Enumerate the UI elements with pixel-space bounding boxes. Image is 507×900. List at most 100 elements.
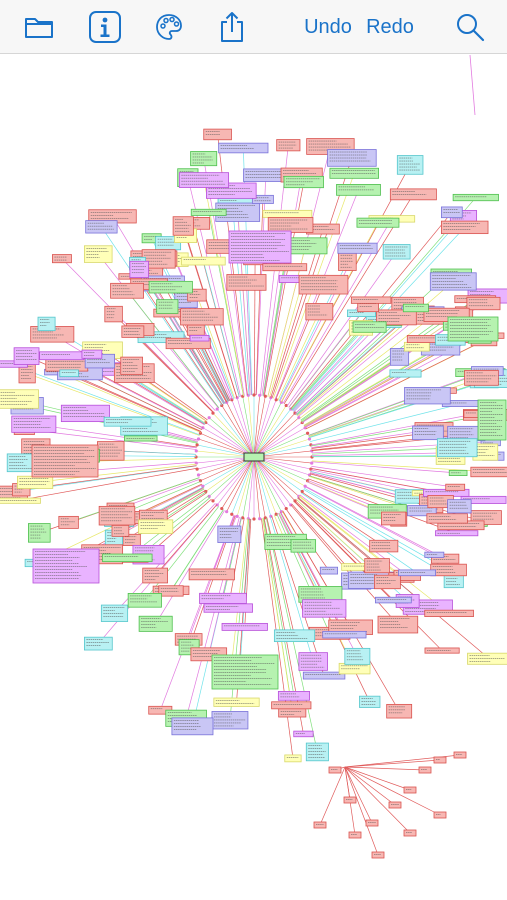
map-node[interactable] (418, 766, 432, 774)
map-node[interactable] (426, 513, 468, 524)
map-node[interactable] (436, 438, 478, 458)
map-node[interactable] (83, 245, 113, 263)
mind-map-canvas[interactable] (0, 55, 507, 900)
map-node[interactable] (389, 188, 437, 201)
map-node[interactable] (381, 511, 407, 526)
map-node[interactable] (28, 523, 51, 543)
map-node[interactable] (403, 786, 417, 794)
map-node[interactable] (359, 695, 381, 708)
map-node[interactable] (343, 796, 357, 804)
map-node[interactable] (375, 596, 412, 604)
map-node[interactable] (120, 356, 143, 375)
map-node[interactable] (127, 593, 162, 608)
map-node[interactable] (0, 389, 39, 409)
map-node[interactable] (374, 574, 401, 590)
map-node[interactable] (180, 308, 224, 326)
map-node[interactable] (104, 305, 123, 323)
map-node[interactable] (441, 206, 463, 219)
map-node[interactable] (165, 337, 211, 350)
map-node[interactable] (298, 274, 349, 295)
central-node[interactable] (243, 452, 265, 462)
map-node[interactable] (386, 703, 413, 719)
map-node[interactable] (188, 568, 235, 581)
map-node[interactable] (470, 466, 507, 478)
map-node[interactable] (0, 497, 41, 504)
map-node[interactable] (190, 151, 218, 167)
map-node[interactable] (293, 730, 314, 738)
map-node[interactable] (337, 242, 378, 254)
map-node[interactable] (305, 303, 334, 321)
map-node[interactable] (305, 742, 329, 762)
map-node[interactable] (84, 636, 113, 651)
map-node[interactable] (433, 756, 447, 764)
map-node[interactable] (81, 349, 103, 359)
map-node[interactable] (350, 296, 392, 304)
map-node[interactable] (298, 652, 328, 671)
map-node[interactable] (403, 829, 417, 837)
map-node[interactable] (97, 441, 125, 461)
map-node[interactable] (388, 801, 402, 809)
map-node[interactable] (389, 348, 410, 366)
map-node[interactable] (389, 369, 422, 378)
map-node[interactable] (327, 149, 377, 167)
map-node[interactable] (52, 254, 72, 264)
map-node[interactable] (124, 435, 158, 442)
map-node[interactable] (284, 754, 302, 763)
map-node[interactable] (356, 217, 400, 228)
map-node[interactable] (453, 751, 467, 759)
map-node[interactable] (365, 819, 379, 827)
map-node[interactable] (39, 351, 85, 361)
map-node[interactable] (129, 260, 149, 278)
map-node[interactable] (171, 717, 214, 736)
map-node[interactable] (181, 256, 226, 266)
map-node[interactable] (190, 208, 227, 216)
map-node[interactable] (477, 399, 507, 441)
map-node[interactable] (213, 697, 260, 707)
map-node[interactable] (218, 142, 269, 154)
map-node[interactable] (313, 821, 327, 829)
map-node[interactable] (452, 193, 499, 202)
palette-button[interactable] (150, 0, 188, 54)
map-node[interactable] (172, 216, 194, 236)
map-node[interactable] (402, 303, 429, 313)
map-node[interactable] (85, 220, 118, 234)
folder-button[interactable] (20, 0, 58, 54)
map-node[interactable] (344, 647, 371, 665)
map-node[interactable] (424, 647, 460, 654)
map-node[interactable] (45, 358, 89, 372)
map-node[interactable] (111, 524, 130, 537)
map-node[interactable] (142, 567, 168, 584)
map-node[interactable] (435, 530, 479, 537)
map-node[interactable] (13, 347, 40, 365)
map-node[interactable] (412, 425, 444, 441)
undo-button[interactable]: Undo (298, 0, 358, 54)
map-node[interactable] (466, 296, 501, 311)
map-node[interactable] (267, 217, 314, 233)
map-node[interactable] (283, 175, 324, 189)
map-node[interactable] (141, 249, 176, 269)
map-node[interactable] (59, 369, 79, 378)
map-node[interactable] (329, 167, 379, 179)
map-node[interactable] (396, 155, 424, 175)
map-node[interactable] (199, 592, 247, 604)
map-node[interactable] (98, 505, 136, 526)
map-node[interactable] (277, 691, 310, 701)
map-node[interactable] (377, 615, 419, 634)
map-node[interactable] (467, 652, 507, 665)
map-node[interactable] (302, 599, 347, 618)
map-node[interactable] (156, 299, 179, 314)
map-node[interactable] (251, 194, 274, 204)
map-node[interactable] (102, 553, 153, 563)
map-node[interactable] (17, 475, 54, 489)
redo-button[interactable]: Redo (362, 0, 418, 54)
map-node[interactable] (103, 416, 152, 427)
map-node[interactable] (430, 563, 467, 577)
map-node[interactable] (6, 453, 41, 473)
map-node[interactable] (100, 604, 129, 622)
map-node[interactable] (203, 603, 253, 613)
map-node[interactable] (429, 272, 477, 291)
map-node[interactable] (348, 831, 362, 839)
search-button[interactable] (452, 0, 488, 54)
map-node[interactable] (440, 220, 489, 235)
map-node[interactable] (319, 566, 338, 575)
